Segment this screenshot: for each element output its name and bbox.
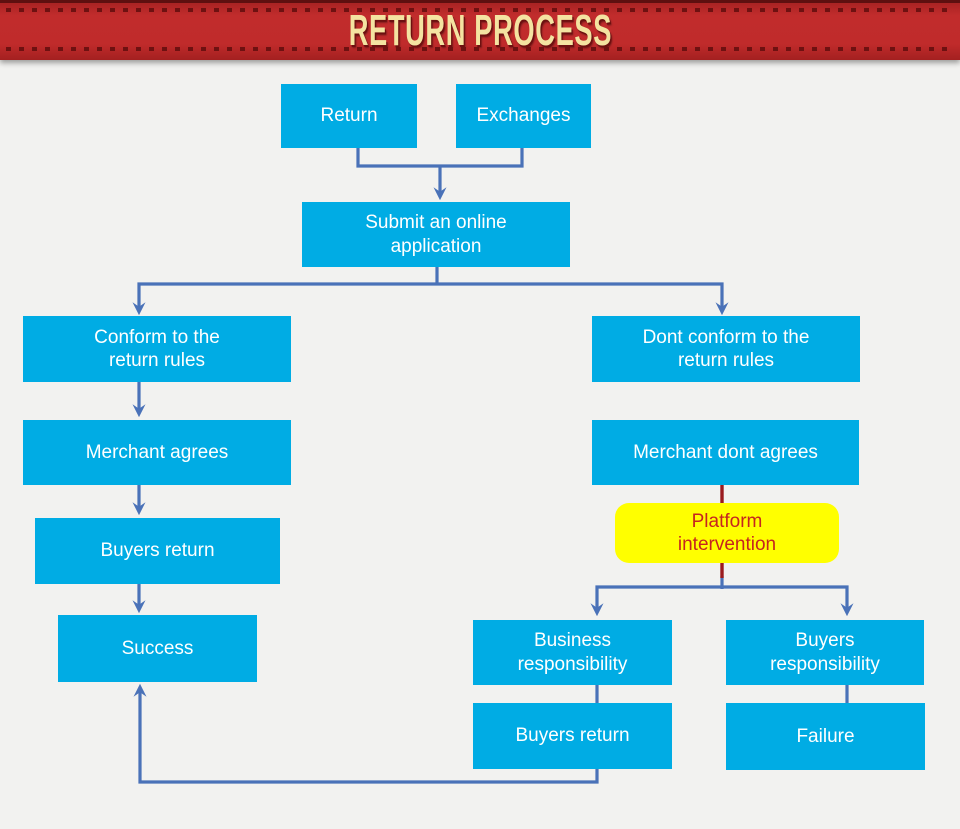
node-success: Success xyxy=(58,615,257,682)
page-title-row: RETURN PROCESS xyxy=(0,3,960,60)
node-merchant-agrees: Merchant agrees xyxy=(23,420,291,485)
node-business-responsibility: Business responsibility xyxy=(473,620,672,685)
edge-platform-split xyxy=(590,585,854,617)
dashed-line-top xyxy=(6,8,954,12)
edge-submit-split xyxy=(132,282,729,316)
edge-buyers-return-loop-to-success xyxy=(133,683,599,784)
node-submit-application: Submit an online application xyxy=(302,202,570,267)
node-conform-rules: Conform to the return rules xyxy=(23,316,291,382)
node-buyers-responsibility: Buyers responsibility xyxy=(726,620,924,685)
node-failure: Failure xyxy=(726,703,925,770)
node-buyers-return-right: Buyers return xyxy=(473,703,672,769)
header-banner: RETURN PROCESS xyxy=(0,0,960,60)
node-merchant-dont-agrees: Merchant dont agrees xyxy=(592,420,859,485)
node-buyers-return-left: Buyers return xyxy=(35,518,280,584)
page-title: RETURN PROCESS xyxy=(348,6,612,55)
node-platform-intervention: Platform intervention xyxy=(615,503,839,563)
node-dont-conform-rules: Dont conform to the return rules xyxy=(592,316,860,382)
node-return: Return xyxy=(281,84,417,148)
edge-merge-return-exchanges xyxy=(356,148,524,168)
node-exchanges: Exchanges xyxy=(456,84,591,148)
dashed-line-bottom xyxy=(6,47,954,51)
